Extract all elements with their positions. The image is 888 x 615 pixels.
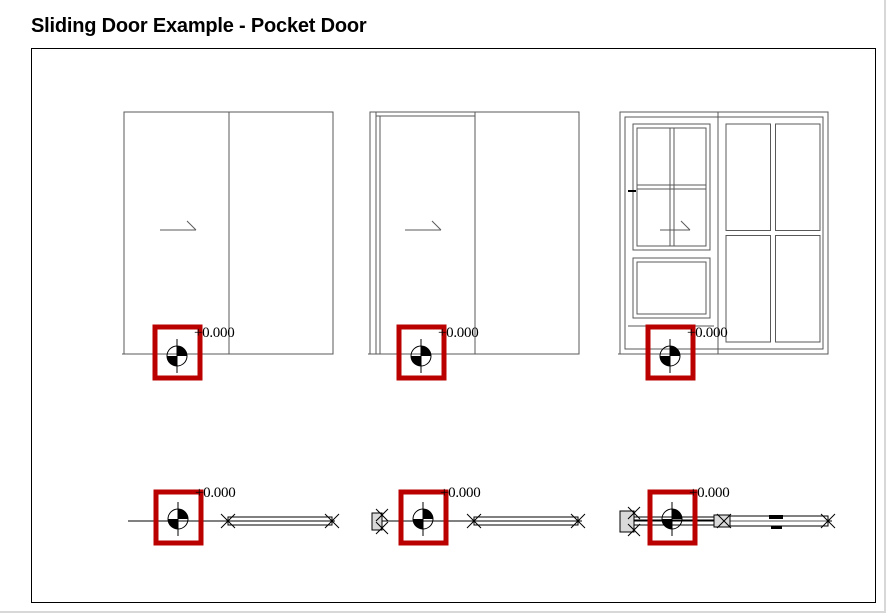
leaf-end-cross-2 <box>324 513 340 529</box>
leaf-end-cross-2 <box>820 513 836 529</box>
benchmark-level-symbol <box>659 339 681 373</box>
leaf-end-cross-1 <box>466 513 482 529</box>
slide-direction-arrow <box>160 220 197 231</box>
door-panel <box>725 235 771 343</box>
glazing-frame-inner <box>636 127 707 247</box>
selection-highlight <box>398 489 449 546</box>
selection-highlight <box>647 489 698 546</box>
level-label: +0.000 <box>194 325 235 341</box>
track-stop-mark-1 <box>769 515 783 519</box>
slide-direction-arrow <box>660 220 691 231</box>
leaf-end-cross-2 <box>570 513 586 529</box>
benchmark-level-symbol <box>166 339 188 373</box>
door-panel <box>775 235 821 343</box>
selection-highlight <box>152 324 203 381</box>
door-elevation-outline <box>619 111 829 355</box>
lower-panel-outer <box>632 257 711 319</box>
plan-jamb-block <box>371 512 383 531</box>
plan-mid-block <box>713 514 731 528</box>
benchmark-level-symbol <box>661 502 683 536</box>
slide-direction-arrow <box>405 220 442 231</box>
level-label: +0.000 <box>689 485 730 501</box>
page-title: Sliding Door Example - Pocket Door <box>31 15 367 37</box>
door-panel <box>725 123 771 231</box>
glazing-frame-outer <box>632 123 711 251</box>
benchmark-level-symbol <box>410 339 432 373</box>
leaf-end-cross-1 <box>716 513 732 529</box>
track-stop-mark-2 <box>771 526 782 529</box>
jamb-cross-top <box>375 508 389 522</box>
level-label: +0.000 <box>438 325 479 341</box>
benchmark-level-symbol <box>412 502 434 536</box>
level-label: +0.000 <box>440 485 481 501</box>
selection-highlight <box>645 324 696 381</box>
selection-highlight <box>396 324 447 381</box>
plan-jamb-block <box>619 510 635 533</box>
selection-highlight <box>153 489 204 546</box>
level-label: +0.000 <box>195 485 236 501</box>
jamb-cross-top <box>627 506 641 520</box>
level-label: +0.000 <box>687 325 728 341</box>
jamb-cross-bottom <box>627 523 641 537</box>
door-panel <box>775 123 821 231</box>
jamb-cross-bottom <box>375 521 389 535</box>
benchmark-level-symbol <box>167 502 189 536</box>
door-frame-inner <box>624 116 824 350</box>
leaf-end-cross-1 <box>220 513 236 529</box>
lower-panel-inner <box>636 261 707 315</box>
